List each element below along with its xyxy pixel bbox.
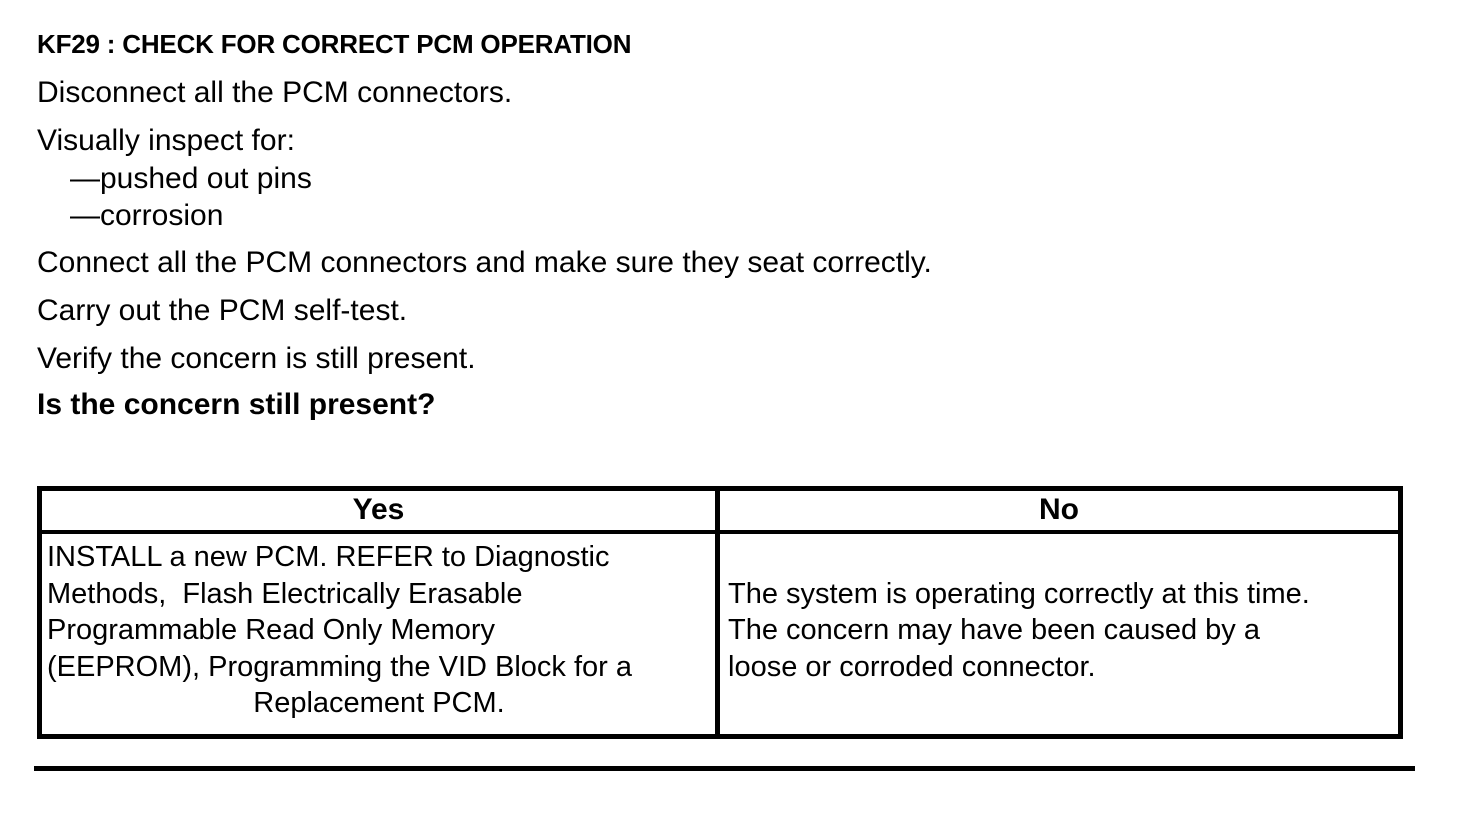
no-action-cell: The system is operating correctly at thi… (720, 534, 1398, 734)
no-column-header: No (720, 491, 1398, 534)
instruction-step-2: Visually inspect for: (37, 124, 295, 157)
page-bottom-rule (34, 766, 1415, 771)
instruction-step-4: Carry out the PCM self-test. (37, 294, 408, 327)
yes-action-line: Replacement PCM. (253, 687, 505, 719)
no-action-line: loose or corroded connector. (728, 650, 1096, 683)
decision-question: Is the concern still present? (37, 388, 436, 421)
yes-action-line: (EEPROM), Programming the VID Block for … (47, 650, 632, 683)
page-title: KF29 : CHECK FOR CORRECT PCM OPERATION (37, 29, 632, 59)
instruction-step-5: Verify the concern is still present. (37, 342, 476, 375)
decision-result-table: Yes No INSTALL a new PCM. REFER to Diagn… (37, 486, 1403, 739)
yes-action-line: Programmable Read Only Memory (47, 614, 496, 646)
inspection-item-pushed-out-pins: —pushed out pins (70, 162, 312, 195)
yes-column-header: Yes (42, 491, 720, 534)
yes-action-line: Methods, Flash Electrically Erasable (47, 577, 523, 610)
no-action-line: The concern may have been caused by a (728, 614, 1260, 646)
instruction-step-3: Connect all the PCM connectors and make … (37, 246, 932, 279)
yes-action-line: INSTALL a new PCM. REFER to Diagnostic (47, 541, 610, 573)
instruction-step-1: Disconnect all the PCM connectors. (37, 76, 513, 109)
no-action-line: The system is operating correctly at thi… (728, 577, 1310, 610)
inspection-item-corrosion: —corrosion (70, 199, 224, 232)
yes-action-cell: INSTALL a new PCM. REFER to Diagnostic M… (42, 534, 720, 734)
